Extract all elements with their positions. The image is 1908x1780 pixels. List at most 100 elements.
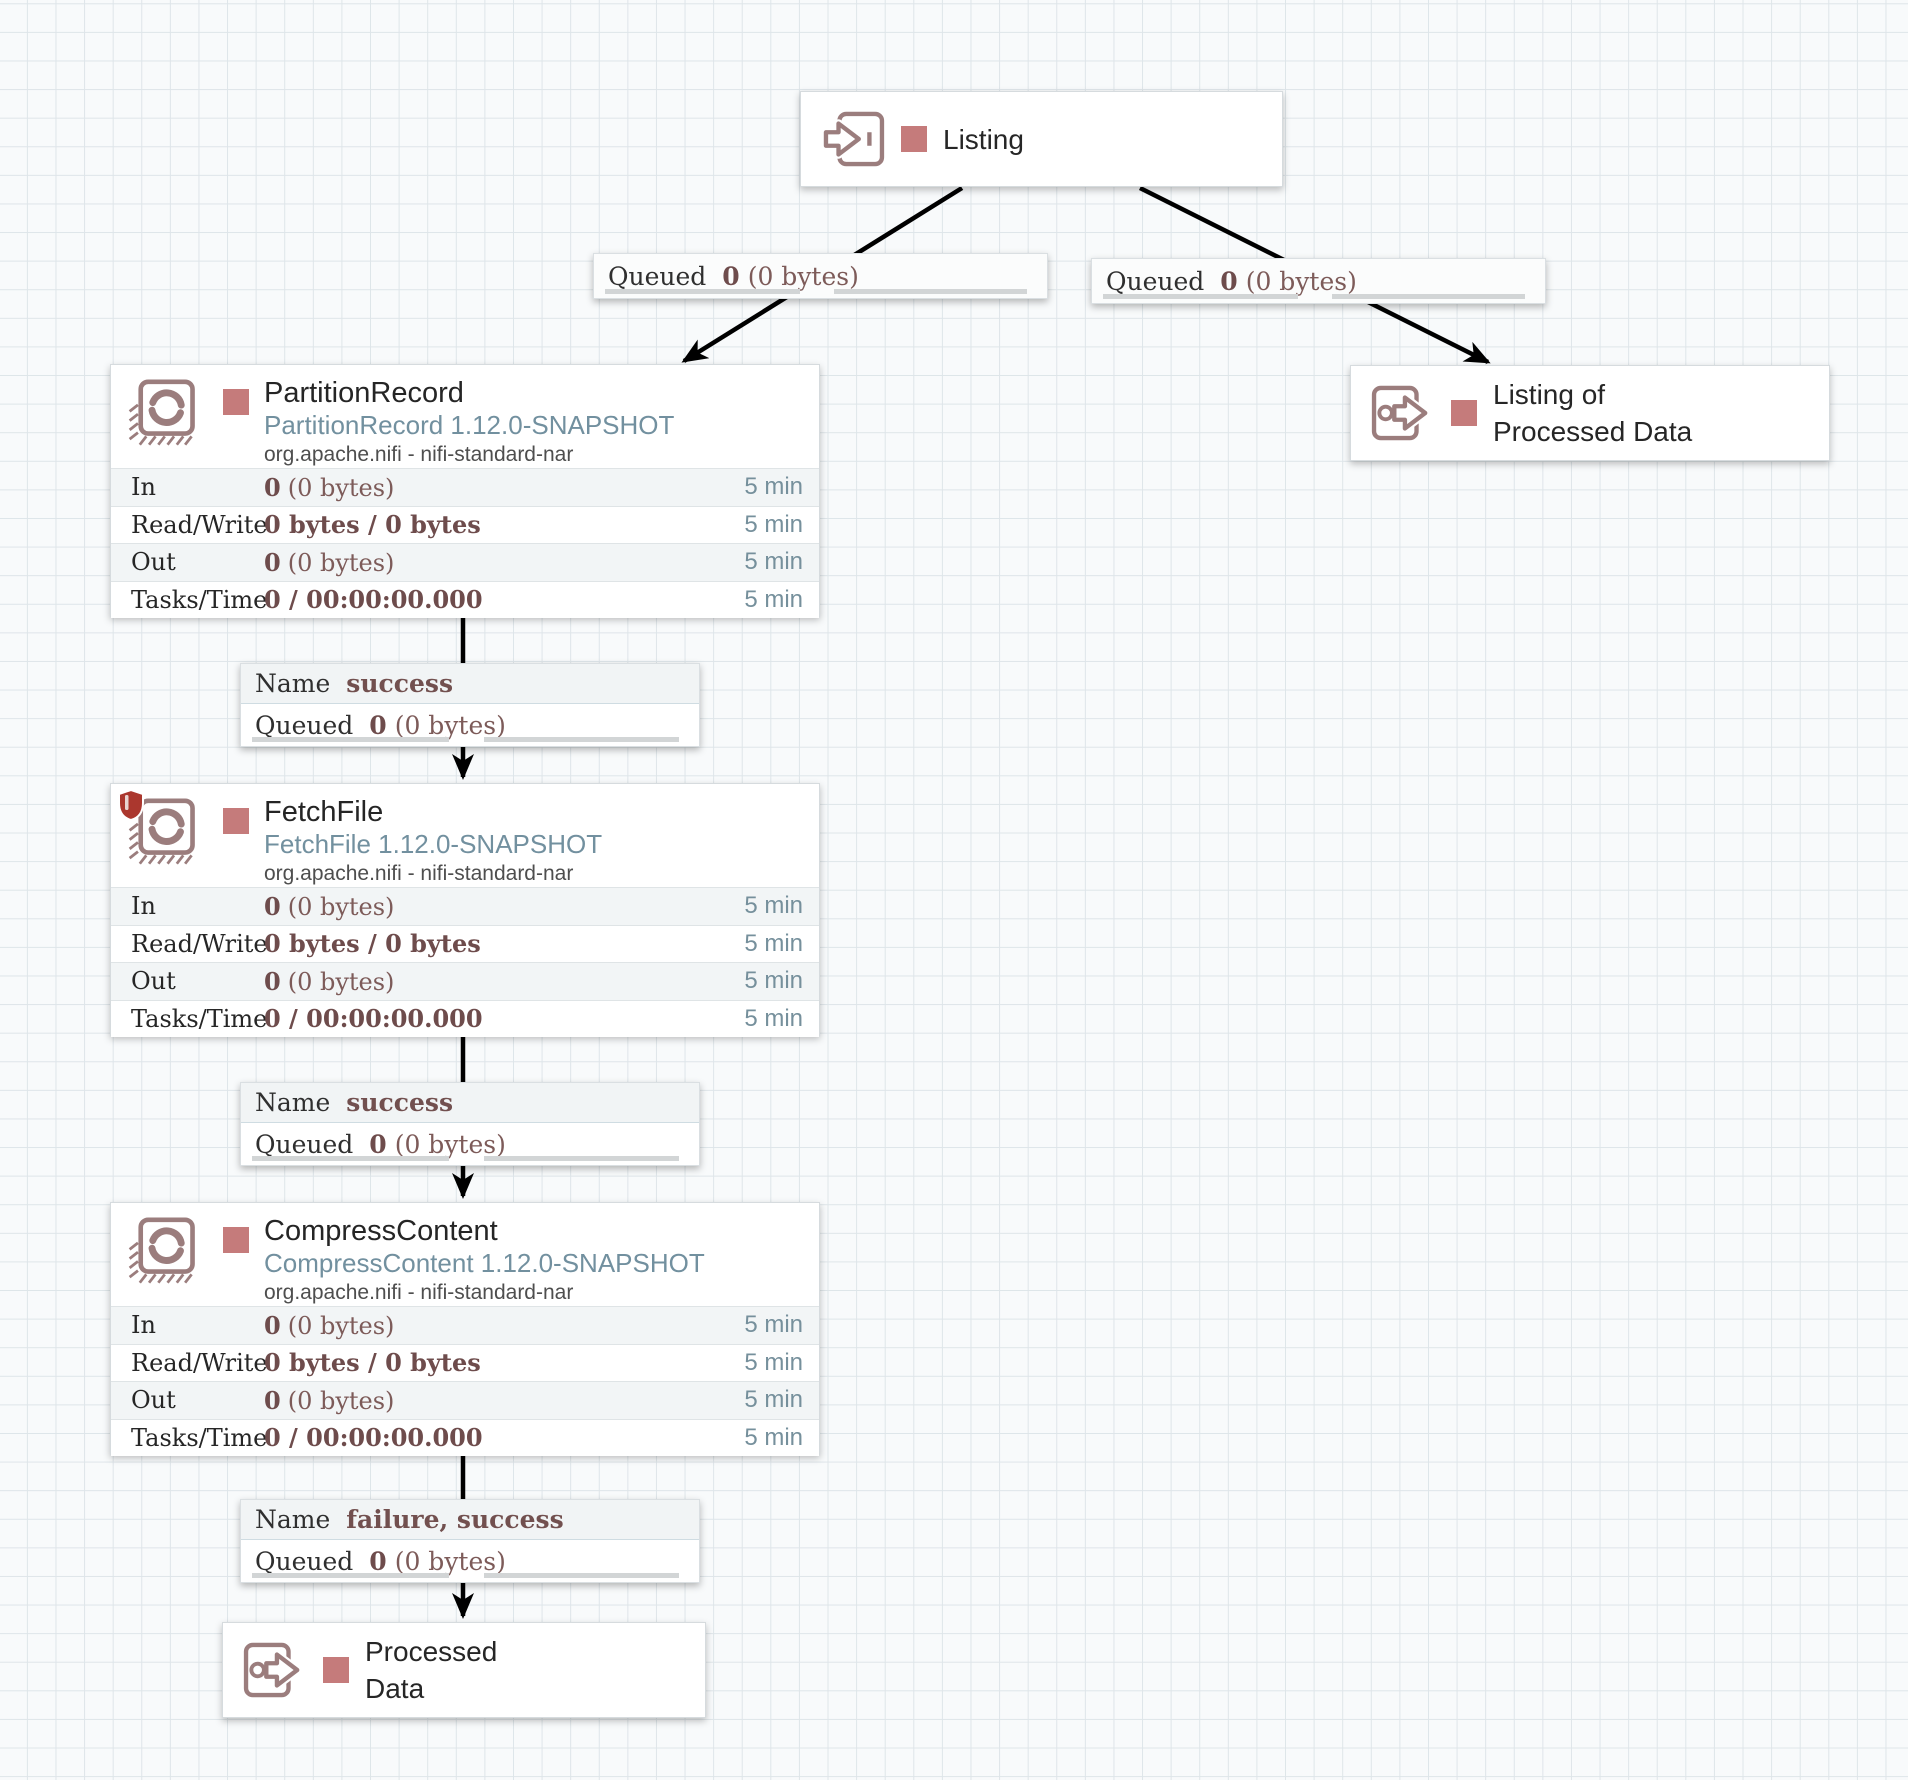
queue-capacity-bar — [605, 289, 800, 294]
queued-row: Queued 0 (0 bytes) — [241, 1123, 699, 1165]
queued-key: Queued — [1106, 266, 1205, 296]
stat-value: 0 / 00:00:00.000 — [264, 1423, 483, 1453]
queue-capacity-bar — [483, 1573, 679, 1578]
queued-key: Queued — [255, 1129, 354, 1159]
processor-fetchfile[interactable]: FetchFile FetchFile 1.12.0-SNAPSHOT org.… — [110, 783, 820, 1037]
processor-type: FetchFile 1.12.0-SNAPSHOT — [264, 829, 603, 859]
output-port-listing-of-processed-data[interactable]: Listing of Processed Data — [1350, 365, 1830, 461]
output-port-icon — [243, 1642, 307, 1698]
stat-window: 5 min — [744, 1004, 803, 1032]
port-label: Listing of Processed Data — [1493, 379, 1693, 447]
stat-label: In — [131, 892, 156, 921]
stat-window: 5 min — [744, 1386, 803, 1414]
stat-window: 5 min — [744, 1423, 803, 1451]
stat-window: 5 min — [744, 1348, 803, 1376]
name-value: success — [346, 669, 454, 698]
stat-label: Out — [131, 1386, 176, 1415]
queued-count: 0 — [369, 710, 387, 740]
queue-capacity-bar — [834, 289, 1027, 294]
processor-name: PartitionRecord — [264, 377, 464, 409]
stat-label: Tasks/Time — [131, 585, 268, 614]
queued-count: 0 — [369, 1546, 387, 1576]
queued-size: (0 bytes) — [1245, 266, 1357, 296]
stopped-status-icon — [323, 1657, 349, 1683]
stat-value: 0 bytes / 0 bytes — [264, 1348, 481, 1378]
stopped-status-icon — [223, 389, 249, 415]
stat-row-read-write: Read/Write 0 bytes / 0 bytes 5 min — [111, 505, 819, 543]
connection-name-row: Name failure, success — [241, 1500, 699, 1540]
queued-size: (0 bytes) — [394, 1546, 506, 1576]
stat-row-in: In 0(0 bytes) 5 min — [111, 468, 819, 506]
stat-window: 5 min — [744, 1311, 803, 1339]
queued-row: Queued 0 (0 bytes) — [241, 1540, 699, 1582]
stat-row-read-write: Read/Write 0 bytes / 0 bytes 5 min — [111, 924, 819, 962]
output-port-processed-data[interactable]: Processed Data — [222, 1622, 706, 1718]
name-key: Name — [255, 1088, 331, 1117]
connection-label-failure-success[interactable]: Name failure, success Queued 0 (0 bytes) — [240, 1499, 700, 1583]
input-port-icon — [821, 111, 885, 167]
stat-row-read-write: Read/Write 0 bytes / 0 bytes 5 min — [111, 1343, 819, 1381]
connection-label-success[interactable]: Name success Queued 0 (0 bytes) — [240, 1082, 700, 1166]
processor-compresscontent[interactable]: CompressContent CompressContent 1.12.0-S… — [110, 1202, 820, 1456]
stat-row-out: Out 0(0 bytes) 5 min — [111, 543, 819, 581]
stat-value: 0 / 00:00:00.000 — [264, 585, 483, 615]
processor-type: CompressContent 1.12.0-SNAPSHOT — [264, 1248, 705, 1278]
processor-bundle: org.apache.nifi - nifi-standard-nar — [264, 443, 574, 466]
connection-label-queued[interactable]: Queued 0 (0 bytes) — [593, 253, 1048, 299]
queued-size: (0 bytes) — [747, 261, 859, 291]
stat-value: 0(0 bytes) — [264, 472, 395, 502]
restricted-shield-icon — [117, 788, 145, 822]
queue-capacity-bar — [1103, 294, 1298, 299]
queue-capacity-bar — [252, 737, 449, 742]
connection-label-queued[interactable]: Queued 0 (0 bytes) — [1091, 258, 1546, 304]
stat-label: Tasks/Time — [131, 1423, 268, 1452]
connection-name-row: Name success — [241, 1083, 699, 1123]
queued-key: Queued — [255, 710, 354, 740]
name-value: success — [346, 1088, 454, 1117]
input-port-listing[interactable]: Listing — [800, 91, 1283, 187]
stat-window: 5 min — [744, 585, 803, 613]
port-label: Listing — [943, 123, 1024, 155]
processor-header: PartitionRecord PartitionRecord 1.12.0-S… — [111, 365, 819, 468]
stat-label: Read/Write — [131, 929, 268, 958]
name-key: Name — [255, 1505, 331, 1534]
connection-label-success[interactable]: Name success Queued 0 (0 bytes) — [240, 663, 700, 747]
stat-value: 0 bytes / 0 bytes — [264, 510, 481, 540]
queued-size: (0 bytes) — [394, 1129, 506, 1159]
output-port-icon — [1371, 385, 1435, 441]
stat-label: Read/Write — [131, 1348, 268, 1377]
processor-name: CompressContent — [264, 1215, 498, 1247]
queued-row: Queued 0 (0 bytes) — [241, 704, 699, 746]
queued-row: Queued 0 (0 bytes) — [1092, 259, 1545, 303]
processor-bundle: org.apache.nifi - nifi-standard-nar — [264, 862, 574, 885]
processor-partitionrecord[interactable]: PartitionRecord PartitionRecord 1.12.0-S… — [110, 364, 820, 618]
stat-row-in: In 0(0 bytes) 5 min — [111, 887, 819, 925]
port-label: Processed Data — [365, 1636, 498, 1704]
queued-count: 0 — [1220, 266, 1238, 296]
stopped-status-icon — [223, 808, 249, 834]
queue-capacity-bar — [483, 1156, 679, 1161]
queued-count: 0 — [722, 261, 740, 291]
queued-key: Queued — [255, 1546, 354, 1576]
processor-icon — [125, 1215, 199, 1293]
stat-value: 0(0 bytes) — [264, 891, 395, 921]
stat-row-out: Out 0(0 bytes) 5 min — [111, 962, 819, 1000]
stat-window: 5 min — [744, 892, 803, 920]
connection-name-row: Name success — [241, 664, 699, 704]
stat-value: 0(0 bytes) — [264, 547, 395, 577]
stat-label: Out — [131, 548, 176, 577]
stat-label: In — [131, 473, 156, 502]
queued-size: (0 bytes) — [394, 710, 506, 740]
stat-value: 0(0 bytes) — [264, 966, 395, 996]
processor-name: FetchFile — [264, 796, 384, 828]
stat-window: 5 min — [744, 967, 803, 995]
stopped-status-icon — [1451, 400, 1477, 426]
processor-stats: In 0(0 bytes) 5 min Read/Write 0 bytes /… — [111, 887, 819, 1037]
processor-bundle: org.apache.nifi - nifi-standard-nar — [264, 1281, 574, 1304]
name-key: Name — [255, 669, 331, 698]
processor-type: PartitionRecord 1.12.0-SNAPSHOT — [264, 410, 675, 440]
stat-label: In — [131, 1311, 156, 1340]
stat-row-tasks-time: Tasks/Time 0 / 00:00:00.000 5 min — [111, 1418, 819, 1456]
stat-window: 5 min — [744, 548, 803, 576]
